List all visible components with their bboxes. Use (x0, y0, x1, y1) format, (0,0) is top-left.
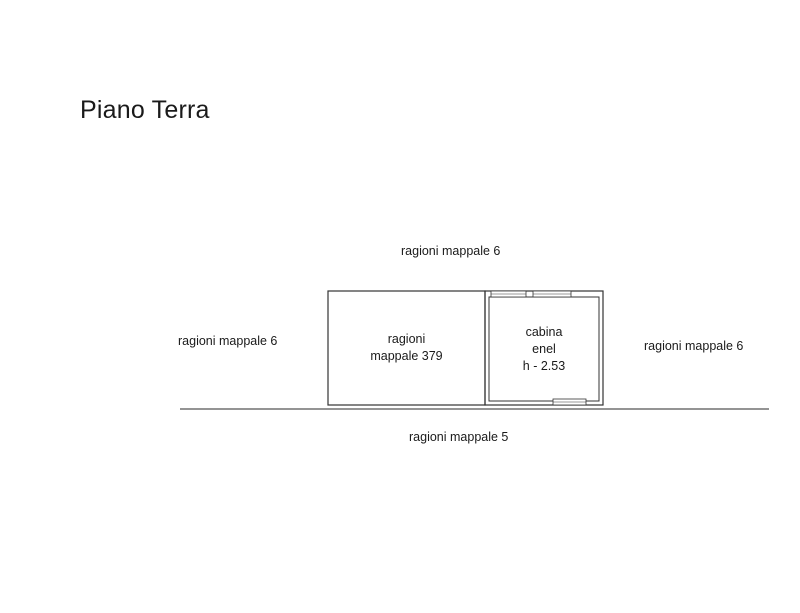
room-label-mappale-379: ragioni mappale 379 (328, 331, 485, 365)
room-label-line2: mappale 379 (370, 349, 443, 363)
cabina-label-line1: cabina (525, 325, 563, 339)
room-label-cabina: cabina enel h - 2.53 (489, 324, 599, 375)
cabina-label-line2: enel (532, 342, 556, 356)
cabina-label-line3: h - 2.53 (522, 359, 566, 373)
label-bottom-mappale: ragioni mappale 5 (409, 430, 509, 444)
label-left-mappale: ragioni mappale 6 (178, 334, 278, 348)
label-right-mappale: ragioni mappale 6 (644, 339, 744, 353)
room-label-line1: ragioni (387, 332, 426, 346)
page-title: Piano Terra (80, 96, 210, 124)
label-top-mappale: ragioni mappale 6 (401, 244, 501, 258)
